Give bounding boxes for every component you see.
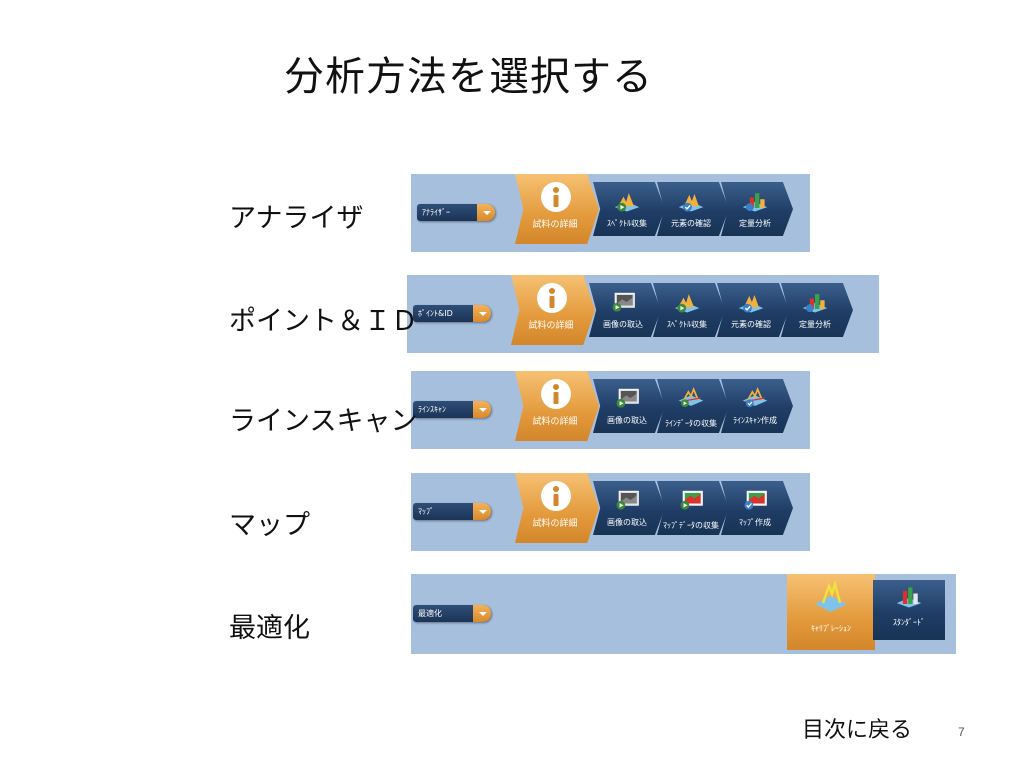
tab-label: ﾗｲﾝﾃﾞｰﾀの収集	[665, 419, 717, 428]
standard-bars-icon	[896, 587, 922, 608]
row-label-map: マップ	[229, 510, 310, 541]
tab-element-confirm[interactable]: 元素の確認	[717, 283, 789, 337]
tab-sample-details[interactable]: 試料の詳細	[515, 371, 599, 441]
chevron-down-icon	[473, 605, 491, 622]
toolbar-point-id: ﾎﾟｲﾝﾄ&ID 試料の詳細 画像の取込 ｽﾍﾟｸﾄﾙ収集 元素の確認 定量分析	[407, 275, 879, 353]
tab-image-capture[interactable]: 画像の取込	[589, 283, 661, 337]
toolbar-analyzer: ｱﾅﾗｲｻﾞｰ 試料の詳細 ｽﾍﾟｸﾄﾙ収集 元素の確認 定量分析	[411, 174, 810, 252]
tab-label: 試料の詳細	[528, 321, 574, 331]
page-number: 7	[958, 725, 965, 739]
tab-label: 画像の取込	[607, 518, 647, 527]
tab-standard[interactable]: ｽﾀﾝﾀﾞｰﾄﾞ	[873, 580, 945, 640]
chevron-down-icon	[473, 401, 491, 418]
info-icon	[541, 379, 571, 409]
image-capture-icon	[616, 490, 639, 510]
tab-line-scan-create[interactable]: ﾗｲﾝｽｷｬﾝ作成	[721, 379, 793, 433]
tab-label: 試料の詳細	[532, 519, 578, 529]
tab-label: 試料の詳細	[532, 220, 578, 230]
tab-label: ﾗｲﾝｽｷｬﾝ作成	[733, 416, 777, 425]
dropdown-value: ﾏｯﾌﾟ	[418, 507, 434, 516]
row-label-line-scan: ラインスキャン	[229, 406, 418, 437]
row-label-optimize: 最適化	[229, 613, 310, 644]
tab-label: 元素の確認	[731, 320, 771, 329]
info-icon	[541, 182, 571, 212]
tab-label: ﾏｯﾌﾟ作成	[739, 518, 771, 527]
tab-label: 画像の取込	[603, 320, 643, 329]
tab-label: ｷｬﾘﾌﾞﾚｰｼｮﾝ	[811, 624, 851, 633]
tab-map-create[interactable]: ﾏｯﾌﾟ作成	[721, 481, 793, 535]
mode-dropdown[interactable]: ｱﾅﾗｲｻﾞｰ	[417, 204, 495, 221]
tab-label: 試料の詳細	[532, 417, 578, 427]
tab-map-data-collect[interactable]: ﾏｯﾌﾟﾃﾞｰﾀの収集	[657, 481, 729, 535]
tab-element-confirm[interactable]: 元素の確認	[657, 182, 729, 236]
spectrum-check-icon	[738, 295, 764, 313]
bar-chart-icon	[802, 294, 828, 313]
tab-label: ｽﾍﾟｸﾄﾙ収集	[667, 320, 707, 329]
tab-label: ｽﾀﾝﾀﾞｰﾄﾞ	[893, 618, 925, 627]
tab-spectrum-collect[interactable]: ｽﾍﾟｸﾄﾙ収集	[593, 182, 665, 236]
tab-sample-details[interactable]: 試料の詳細	[515, 473, 599, 543]
bar-chart-icon	[742, 193, 768, 212]
row-label-point-id: ポイント＆ＩＤ	[229, 306, 418, 337]
calibration-icon	[815, 580, 847, 612]
tab-spectrum-collect[interactable]: ｽﾍﾟｸﾄﾙ収集	[653, 283, 725, 337]
map-check-icon	[744, 490, 767, 510]
spectrum-play-icon	[614, 193, 640, 212]
line-scan-play-icon	[678, 386, 704, 408]
tab-image-capture[interactable]: 画像の取込	[593, 481, 665, 535]
dropdown-value: ﾗｲﾝｽｷｬﾝ	[418, 405, 446, 414]
dropdown-value: ｱﾅﾗｲｻﾞｰ	[422, 208, 450, 217]
chevron-down-icon	[473, 305, 491, 322]
tab-quant-analysis[interactable]: 定量分析	[721, 182, 793, 236]
tab-image-capture[interactable]: 画像の取込	[593, 379, 665, 433]
back-to-contents-link[interactable]: 目次に戻る	[802, 718, 913, 743]
spectrum-check-icon	[678, 194, 704, 212]
tab-label: 定量分析	[739, 219, 771, 228]
tab-label: ｽﾍﾟｸﾄﾙ収集	[607, 219, 647, 228]
info-icon	[541, 481, 571, 511]
tab-label: 元素の確認	[671, 219, 711, 228]
toolbar-map: ﾏｯﾌﾟ 試料の詳細 画像の取込 ﾏｯﾌﾟﾃﾞｰﾀの収集 ﾏｯﾌﾟ作成	[411, 473, 810, 551]
image-capture-icon	[616, 388, 639, 408]
tab-line-data-collect[interactable]: ﾗｲﾝﾃﾞｰﾀの収集	[657, 379, 729, 433]
toolbar-optimize: 最適化 ｷｬﾘﾌﾞﾚｰｼｮﾝ ｽﾀﾝﾀﾞｰﾄﾞ	[411, 574, 956, 654]
chevron-down-icon	[477, 204, 495, 221]
spectrum-play-icon	[674, 294, 700, 313]
info-icon	[537, 283, 567, 313]
tab-label: ﾏｯﾌﾟﾃﾞｰﾀの収集	[663, 521, 719, 530]
tab-label: 定量分析	[799, 320, 831, 329]
page-title: 分析方法を選択する	[284, 54, 653, 100]
dropdown-value: 最適化	[418, 609, 442, 618]
chevron-down-icon	[473, 503, 491, 520]
mode-dropdown[interactable]: 最適化	[413, 605, 491, 622]
image-capture-icon	[612, 292, 635, 312]
row-label-analyzer: アナライザ	[229, 203, 364, 234]
toolbar-line-scan: ﾗｲﾝｽｷｬﾝ 試料の詳細 画像の取込 ﾗｲﾝﾃﾞｰﾀの収集 ﾗｲﾝｽｷｬﾝ作成	[411, 371, 810, 449]
mode-dropdown[interactable]: ﾏｯﾌﾟ	[413, 503, 491, 520]
tab-sample-details[interactable]: 試料の詳細	[515, 174, 599, 244]
map-play-icon	[680, 490, 703, 510]
tab-label: 画像の取込	[607, 416, 647, 425]
dropdown-value: ﾎﾟｲﾝﾄ&ID	[418, 309, 453, 318]
mode-dropdown[interactable]: ﾎﾟｲﾝﾄ&ID	[413, 305, 491, 322]
tab-sample-details[interactable]: 試料の詳細	[511, 275, 595, 345]
tab-quant-analysis[interactable]: 定量分析	[781, 283, 853, 337]
tab-calibration[interactable]: ｷｬﾘﾌﾞﾚｰｼｮﾝ	[787, 574, 875, 650]
mode-dropdown[interactable]: ﾗｲﾝｽｷｬﾝ	[413, 401, 491, 418]
line-scan-check-icon	[742, 386, 768, 408]
